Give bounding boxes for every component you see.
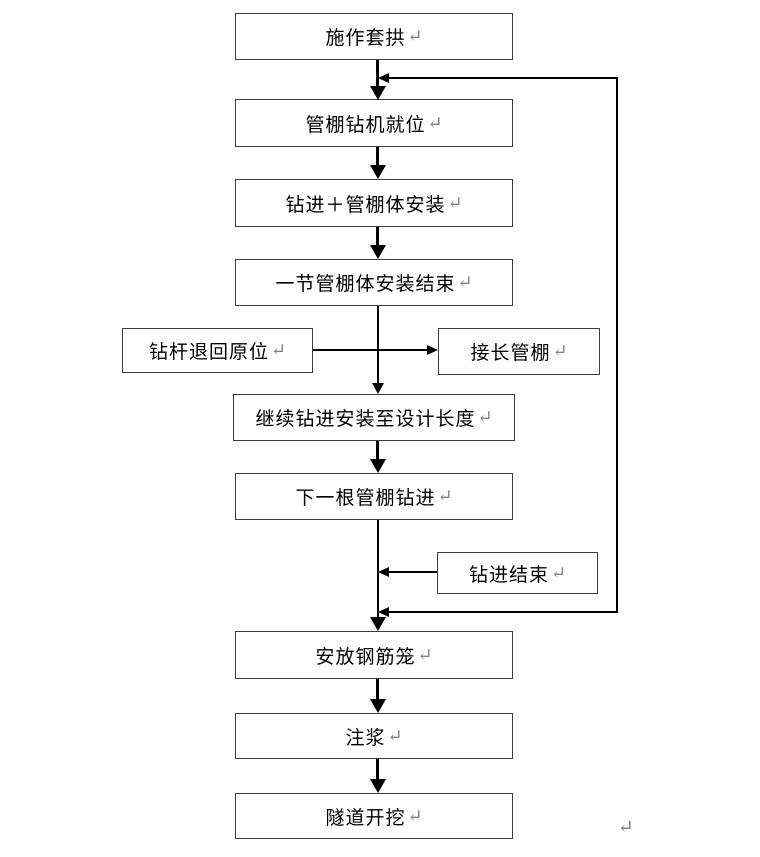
node-label: 一节管棚体安装结束 — [275, 274, 456, 295]
return-mark-icon: ↵ — [447, 192, 463, 213]
node-label: 继续钻进安装至设计长度 — [255, 409, 476, 430]
node-label: 钻进＋管棚体安装 — [285, 194, 446, 216]
arrowhead-down-into-continue — [372, 383, 384, 394]
flow-node-next-pipe-drilling: 下一根管棚钻进↵ — [235, 473, 513, 520]
flow-node-tunnel-excavation: 隧道开挖↵ — [235, 793, 513, 839]
arrowhead-right-into-extendpipe — [427, 345, 438, 355]
return-mark-icon: ↵ — [552, 341, 568, 361]
node-label: 下一根管棚钻进 — [295, 488, 436, 509]
connector-grouting-to-excavation-line — [376, 759, 379, 779]
node-label: 钻杆退回原位 — [148, 342, 269, 363]
connector-arch-to-rig-line — [376, 60, 379, 88]
arrowhead-down-into-excavation — [370, 779, 386, 793]
return-mark-icon: ↵ — [437, 486, 453, 506]
node-label: 注浆 — [345, 727, 386, 749]
loop-top-line — [389, 77, 618, 79]
connector-cage-to-grouting-line — [376, 679, 379, 699]
flow-node-drilling-end: 钻进结束↵ — [437, 552, 598, 594]
arrowhead-down-into-rig — [370, 86, 386, 100]
flow-node-section-install-complete: 一节管棚体安装结束↵ — [235, 259, 513, 306]
arrowhead-down-into-cage — [370, 617, 386, 631]
arrowhead-down-into-drilling — [370, 165, 386, 179]
node-label: 安放钢筋笼 — [315, 646, 416, 668]
flow-node-place-rebar-cage: 安放钢筋笼↵ — [235, 631, 513, 679]
return-mark-icon: ↵ — [417, 644, 433, 665]
node-label: 接长管棚 — [470, 343, 551, 364]
return-mark-icon: ↵ — [387, 725, 403, 746]
flow-node-drilling-plus-install: 钻进＋管棚体安装↵ — [235, 179, 513, 227]
arrowhead-left-loop-bottom — [378, 607, 389, 617]
return-mark-icon: ↵ — [407, 805, 423, 826]
return-mark-icon: ↵ — [550, 562, 567, 583]
connector-drilling-to-section-line — [376, 227, 379, 245]
arrowhead-down-into-nextpipe — [370, 459, 386, 473]
connector-section-to-continue-line — [377, 306, 379, 383]
loop-right-line — [616, 77, 618, 613]
flow-node-construct-arch: 施作套拱↵ — [235, 13, 513, 60]
arrowhead-down-into-section — [370, 245, 386, 259]
connector-continue-to-nextpipe-line — [376, 441, 379, 459]
return-mark-icon: ↵ — [477, 407, 493, 427]
flow-node-rod-return: 钻杆退回原位↵ — [122, 328, 313, 373]
node-label: 施作套拱 — [325, 28, 406, 49]
flow-node-rig-in-position: 管棚钻机就位↵ — [235, 99, 513, 147]
node-label: 管棚钻机就位 — [305, 114, 426, 136]
node-label: 钻进结束 — [468, 564, 549, 586]
arrowhead-down-into-grouting — [370, 699, 386, 713]
return-mark-icon: ↵ — [457, 272, 473, 292]
connector-rig-to-drilling-line — [376, 147, 379, 165]
flow-node-grouting: 注浆↵ — [235, 713, 513, 759]
arrowhead-left-loop-top — [378, 73, 389, 83]
node-label: 隧道开挖 — [325, 807, 406, 829]
arrowhead-left-from-drillingend — [378, 567, 389, 577]
connector-drillingend-to-mainline — [389, 571, 437, 573]
flow-node-continue-to-design-length: 继续钻进安装至设计长度↵ — [233, 394, 515, 441]
return-mark-icon: ↵ — [407, 26, 423, 46]
flow-node-extend-pipe: 接长管棚↵ — [438, 328, 600, 375]
loop-bottom-line — [389, 611, 618, 613]
stray-return-mark-icon: ↵ — [618, 817, 634, 838]
connector-rodreturn-to-extendpipe-line — [313, 349, 427, 351]
return-mark-icon: ↵ — [427, 112, 443, 133]
return-mark-icon: ↵ — [270, 340, 287, 360]
